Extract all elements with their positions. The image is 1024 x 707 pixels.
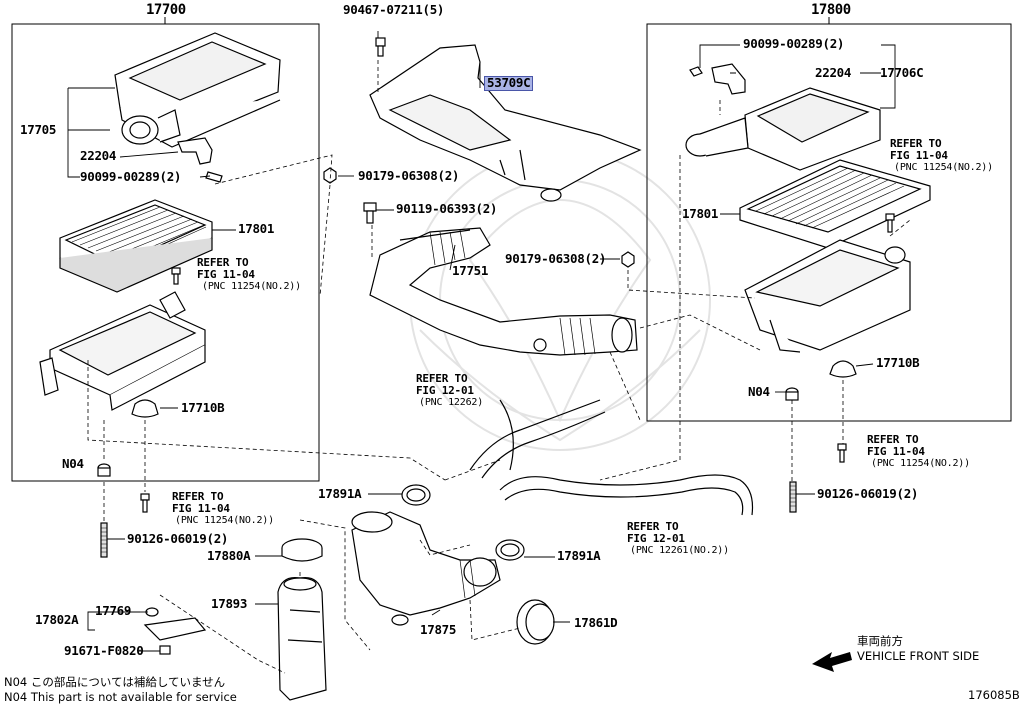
bolt-refer-br [837,443,847,463]
diagram-code: 176085B [968,688,1020,702]
part-90119[interactable]: 90119-06393(2) [396,201,498,216]
nut-90179-b [621,251,635,268]
refer-line2: FIG 11-04 [172,502,230,515]
refer-line2: FIG 12-01 [416,384,474,397]
part-17705[interactable]: 17705 [20,122,57,137]
leader-lines [67,31,896,652]
stud-bolt-right [789,481,797,513]
part-17801-left[interactable]: 17801 [238,221,275,236]
air-cleaner-case-right [744,239,911,353]
refer-line1: REFER TO [627,520,679,533]
intake-duct-17751 [369,227,638,356]
airflow-meter-right [689,63,746,95]
airflow-meter-left [177,137,223,183]
intake-pipe-17875 [351,511,501,626]
note-n04-en: N04 This part is not available for servi… [4,690,237,704]
part-90099-right[interactable]: 90099-00289(2) [743,36,845,51]
part-53709c[interactable]: 53709C [484,76,534,91]
assembly-label-left[interactable]: 17700 [146,2,186,18]
refer-line1: REFER TO [172,490,224,503]
bolt-91671 [159,645,171,655]
grommet-left [131,399,159,418]
refer-to-fig-12-01-bottom[interactable]: REFER TO FIG 12-01 (PNC 12261(NO.2)) [627,521,729,557]
part-17751[interactable]: 17751 [452,263,489,278]
part-90099-left[interactable]: 90099-00289(2) [80,169,182,184]
air-filter-left [59,199,213,293]
air-cleaner-cap-left [114,32,281,148]
hose-pnc-12261 [499,474,754,516]
refer-line3: (PNC 12262) [419,397,484,408]
part-n04-left[interactable]: N04 [62,456,84,471]
part-22204-right[interactable]: 22204 [815,65,852,80]
part-90126-right[interactable]: 90126-06019(2) [817,486,919,501]
refer-line2: FIG 11-04 [197,268,255,281]
part-17875[interactable]: 17875 [420,622,457,637]
clamp-17861d [516,599,555,645]
part-22204-left[interactable]: 22204 [80,148,117,163]
hose-pnc-12262 [469,399,606,479]
air-cleaner-cap-right [685,87,881,171]
clamp-17880a [281,538,323,562]
part-17801-right[interactable]: 17801 [682,206,719,221]
part-17706c[interactable]: 17706C [880,65,924,80]
grommet-right [829,360,857,378]
refer-to-fig-11-04-right[interactable]: REFER TO FIG 11-04 (PNC 11254(NO.2)) [890,138,993,174]
stud-bolt-left [100,522,108,558]
part-17710b-right[interactable]: 17710B [876,355,920,370]
refer-line2: FIG 12-01 [627,532,685,545]
bolt-refer-l [171,267,181,285]
refer-line1: REFER TO [890,137,942,150]
dashed-reference-lines [87,60,911,674]
part-17802a[interactable]: 17802A [35,612,79,627]
refer-line1: REFER TO [867,433,919,446]
bolt-refer-r [885,213,895,233]
refer-to-fig-12-01-center[interactable]: REFER TO FIG 12-01 (PNC 12262) [416,373,483,409]
refer-line1: REFER TO [416,372,468,385]
engine-cover [369,44,642,202]
refer-line1: REFER TO [197,256,249,269]
air-cleaner-case-left [39,291,206,411]
part-90179-b[interactable]: 90179-06308(2) [505,251,607,266]
refer-to-fig-11-04-bottom-left[interactable]: REFER TO FIG 11-04 (PNC 11254(NO.2)) [172,491,274,527]
refer-line3: (PNC 11254(NO.2)) [175,515,274,526]
vehicle-front-label-jp: 車両前方 [857,634,903,648]
part-17891a-upper[interactable]: 17891A [318,486,362,501]
bracket-17802a [143,607,207,641]
refer-line3: (PNC 11254(NO.2)) [871,458,970,469]
refer-line2: FIG 11-04 [867,445,925,458]
part-17769[interactable]: 17769 [95,603,132,618]
part-90467[interactable]: 90467-07211(5) [343,2,445,17]
clip-90467 [375,37,386,57]
part-17893[interactable]: 17893 [211,596,248,611]
refer-to-fig-11-04-left[interactable]: REFER TO FIG 11-04 (PNC 11254(NO.2)) [197,257,301,293]
nut-90179-a [323,167,337,184]
resonator-17893 [277,576,327,701]
part-17891a-lower[interactable]: 17891A [557,548,601,563]
refer-to-fig-11-04-bottom-right[interactable]: REFER TO FIG 11-04 (PNC 11254(NO.2)) [867,434,970,470]
air-filter-right [739,159,931,249]
assembly-label-right[interactable]: 17800 [811,2,851,18]
note-n04-jp: N04 この部品については補給していません [4,675,226,689]
part-17710b-left[interactable]: 17710B [181,400,225,415]
part-n04-right[interactable]: N04 [748,384,770,399]
vehicle-front-label-en: VEHICLE FRONT SIDE [857,649,980,663]
part-91671[interactable]: 91671-F0820 [64,643,144,658]
refer-line3: (PNC 11254(NO.2)) [202,281,301,292]
bolt-refer-bl [140,493,150,513]
refer-line3: (PNC 11254(NO.2)) [894,162,993,173]
refer-line2: FIG 11-04 [890,149,948,162]
n04-part-left [97,463,111,477]
part-17861d[interactable]: 17861D [574,615,618,630]
n04-part-right [785,387,799,401]
bolt-90119 [363,202,377,224]
vehicle-front-arrow [812,652,852,672]
part-90126-left[interactable]: 90126-06019(2) [127,531,229,546]
refer-line3: (PNC 12261(NO.2)) [630,545,729,556]
part-17880a[interactable]: 17880A [207,548,251,563]
part-90179-a[interactable]: 90179-06308(2) [358,168,460,183]
